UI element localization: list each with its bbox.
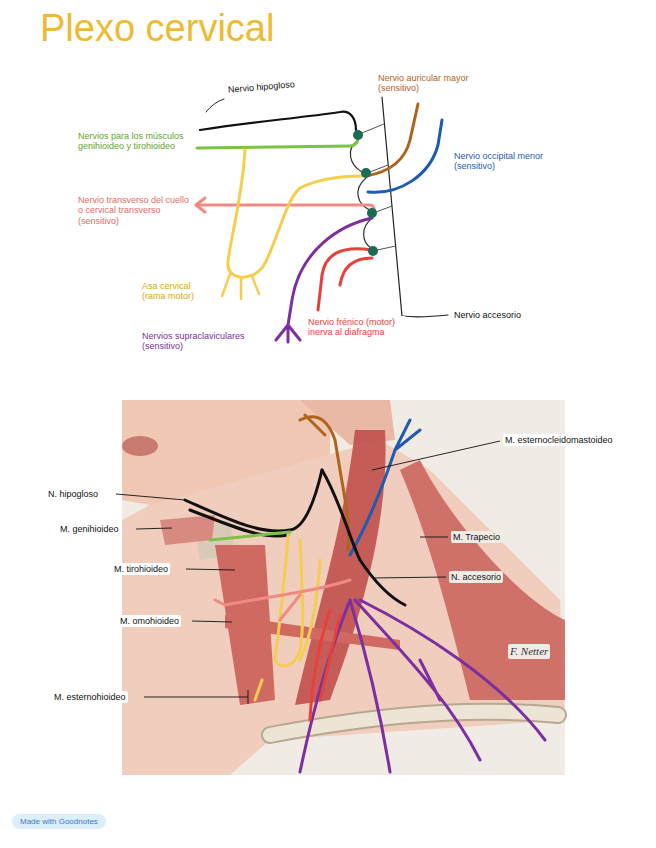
leader-line — [372, 577, 446, 578]
ganglion-dot — [368, 246, 378, 256]
hypoglossal-nerve — [185, 470, 322, 536]
leader-line — [192, 621, 232, 622]
leader-line — [420, 537, 448, 538]
great-auricular-nerve — [300, 415, 348, 550]
ganglion-dots — [353, 130, 378, 256]
nerve-label: N. accesorio — [449, 571, 503, 583]
phrenic-nerve — [318, 249, 372, 310]
leader-line — [402, 315, 448, 317]
muscle-label: M. esternohioideo — [52, 691, 128, 703]
nerve-label: N. hipogloso — [46, 488, 100, 500]
geniohyoid-nerve — [210, 532, 290, 540]
leader-line — [116, 494, 185, 500]
root-line — [362, 124, 396, 250]
muscle-label: M. omohioideo — [118, 615, 181, 627]
nerve-label: Nervio accesorio — [452, 309, 523, 321]
leader-line — [136, 528, 172, 529]
illustration-ground — [122, 400, 565, 775]
app-badge: Made with Goodnotes — [12, 814, 106, 829]
geniohyoid-muscle — [160, 515, 215, 545]
ganglion-dot — [367, 208, 377, 218]
signature: F. Netter — [508, 644, 550, 659]
lesser-occipital-nerve — [350, 420, 420, 555]
geniohyoid-nerve — [197, 138, 358, 148]
nerve-label: Nervio occipital menor (sensitivo) — [452, 150, 562, 173]
nerve-label: Asa cervical (rama motor) — [140, 280, 218, 303]
muscle-label: M. tirohioideo — [112, 563, 170, 575]
leader-line — [206, 99, 224, 112]
supraclavicular-nerve — [300, 600, 545, 772]
leader-line — [144, 690, 248, 704]
phrenic-nerve — [310, 610, 340, 720]
nerve-label: Nervio frénico (motor) inerva al diafrag… — [306, 316, 406, 339]
muscle-label: M. esternocleidomastoideo — [503, 434, 615, 446]
ganglion-dot — [361, 168, 371, 178]
ansa-cervicalis — [255, 535, 320, 700]
loop-line — [350, 140, 372, 248]
nerve-label: Nervios supraclaviculares (sensitivo) — [140, 330, 272, 353]
nerve-label: Nervio transverso del cuello o cervical … — [76, 194, 192, 227]
ansa-cervicalis — [228, 150, 363, 277]
leader-line — [372, 441, 500, 470]
ganglion-dot — [353, 130, 363, 140]
arrow-mark — [196, 198, 205, 212]
muscle-label: M. genihioideo — [58, 523, 121, 535]
lesser-occipital-nerve — [368, 120, 442, 192]
nerve-label: Nervio hipogloso — [225, 78, 297, 96]
title-heading: Plexo cervical — [38, 6, 276, 52]
lips — [122, 436, 158, 456]
hypoglossal-nerve — [200, 112, 356, 130]
nerve-label: Nervios para los músculos genihioideo y … — [76, 130, 194, 153]
trapezius-muscle — [400, 460, 565, 700]
muscle-label: M. Trapecio — [451, 531, 502, 543]
great-auricular-nerve — [366, 104, 418, 176]
ansa-branches — [222, 274, 259, 299]
nerve-label: Nervio auricular mayor (sensitivo) — [376, 72, 486, 95]
leader-line — [186, 569, 235, 570]
